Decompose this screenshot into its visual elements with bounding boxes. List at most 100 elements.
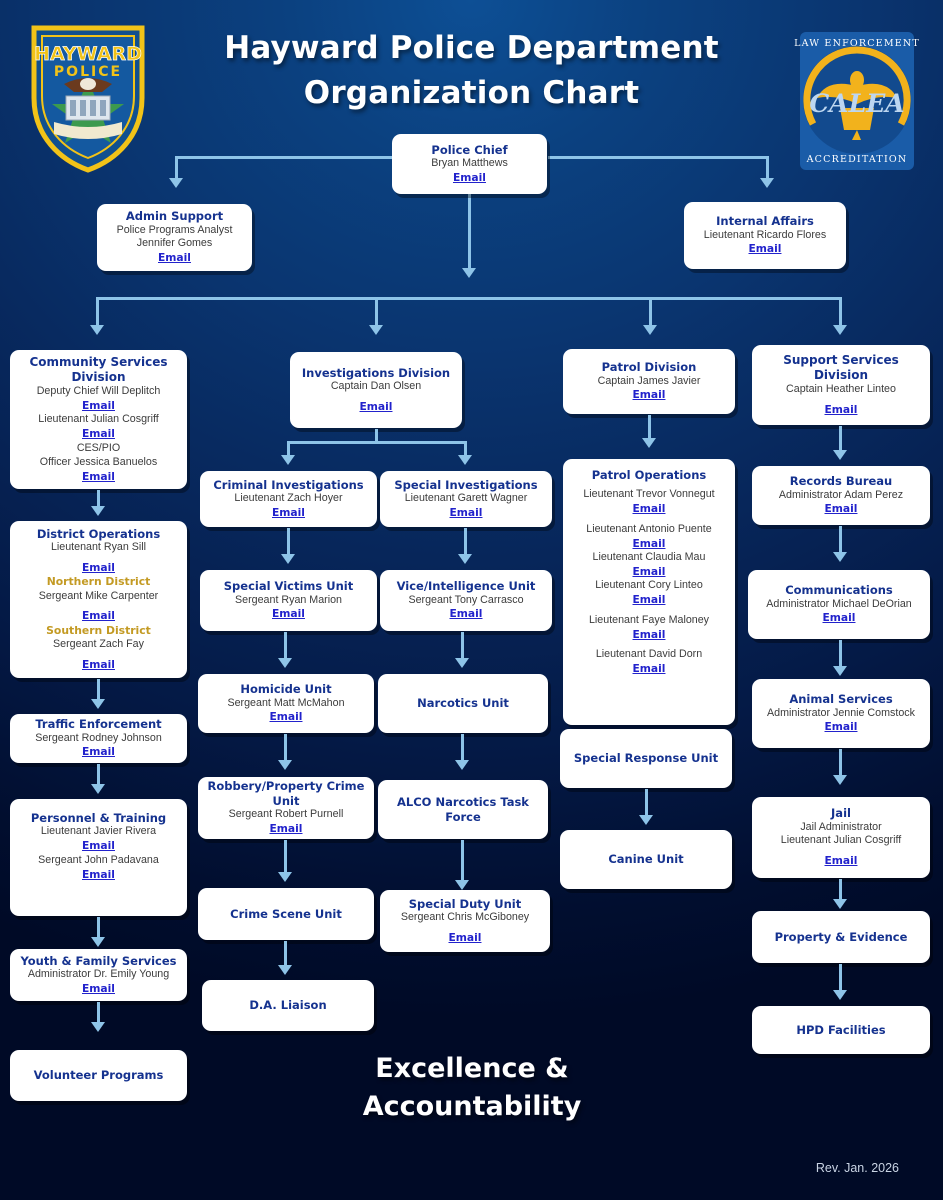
node-internal-affairs[interactable]: Internal Affairs Lieutenant Ricardo Flor… [684,202,846,269]
email-link[interactable]: Email [269,822,303,836]
connector-arrow [642,438,656,448]
node-special-victims-unit[interactable]: Special Victims Unit Sergeant Ryan Mario… [200,570,377,631]
email-link[interactable]: Email [82,867,115,881]
node-title: Homicide Unit [240,682,332,697]
connector [649,297,652,327]
connector-arrow [760,178,774,188]
node-traffic-enforcement[interactable]: Traffic Enforcement Sergeant Rodney John… [10,714,187,763]
email-link[interactable]: Email [824,720,858,734]
email-link[interactable]: Email [449,607,483,621]
email-link[interactable]: Email [824,502,858,516]
email-link[interactable]: Email [748,242,782,256]
node-subheading-northern: Northern District [46,575,151,589]
email-link[interactable]: Email [82,609,115,623]
email-link[interactable]: Email [359,399,393,413]
email-link[interactable]: Email [449,505,483,519]
email-link[interactable]: Email [82,469,115,483]
email-link[interactable]: Email [82,839,115,853]
email-link[interactable]: Email [824,402,858,416]
email-link[interactable]: Email [632,662,666,675]
node-district-operations[interactable]: District Operations Lieutenant Ryan Sill… [10,521,187,678]
node-title: Special Victims Unit [223,579,354,594]
node-crime-scene-unit[interactable]: Crime Scene Unit [198,888,374,940]
svg-text:ACCREDITATION: ACCREDITATION [806,154,908,165]
node-title: Property & Evidence [774,929,908,944]
connector-arrow [281,554,295,564]
node-narcotics-unit[interactable]: Narcotics Unit [378,674,548,733]
node-title: HPD Facilities [796,1022,886,1037]
connector-arrow [833,775,847,785]
email-link[interactable]: Email [632,536,666,550]
connector [839,964,842,992]
node-support-services-division[interactable]: Support Services Division Captain Heathe… [752,345,930,425]
node-admin-support[interactable]: Admin Support Police Programs Analyst Je… [97,204,252,271]
node-personnel-training[interactable]: Personnel & Training Lieutenant Javier R… [10,799,187,916]
connector [97,917,100,939]
connector-arrow [833,990,847,1000]
node-animal-services[interactable]: Animal Services Administrator Jennie Com… [752,679,930,748]
email-link[interactable]: Email [82,427,115,441]
node-patrol-operations[interactable]: Patrol Operations Lieutenant Trevor Vonn… [563,459,735,725]
node-person: Deputy Chief Will Deplitch [36,385,161,397]
connector [96,297,842,300]
connector [839,526,842,554]
node-special-response-unit[interactable]: Special Response Unit [560,729,732,788]
email-link[interactable]: Email [158,251,191,265]
node-community-services-division[interactable]: Community Services Division Deputy Chief… [10,350,187,489]
email-link[interactable]: Email [82,981,115,995]
node-criminal-investigations[interactable]: Criminal Investigations Lieutenant Zach … [200,471,377,527]
email-link[interactable]: Email [822,611,856,625]
connector-arrow [462,268,476,278]
node-volunteer-programs[interactable]: Volunteer Programs [10,1050,187,1101]
connector [175,156,178,180]
email-link[interactable]: Email [272,607,305,621]
node-person: Sergeant Chris McGiboney [400,911,530,924]
email-link[interactable]: Email [632,502,666,516]
email-link[interactable]: Email [632,388,666,402]
email-link[interactable]: Email [632,627,666,641]
node-role: CES/PIO [76,441,121,454]
email-link[interactable]: Email [448,930,482,944]
connector-arrow [833,666,847,676]
connector-arrow [91,1022,105,1032]
node-alco-narcotics-task-force[interactable]: ALCO Narcotics Task Force [378,780,548,839]
email-link[interactable]: Email [632,564,666,578]
node-homicide-unit[interactable]: Homicide Unit Sergeant Matt McMahon Emai… [198,674,374,733]
node-investigations-division[interactable]: Investigations Division Captain Dan Olse… [290,352,462,428]
email-link[interactable]: Email [82,398,115,412]
node-da-liaison[interactable]: D.A. Liaison [202,980,374,1031]
motto-line2: Accountability [362,1091,582,1123]
connector [766,156,769,180]
node-jail[interactable]: Jail Jail Administrator Lieutenant Julia… [752,797,930,878]
node-police-chief[interactable]: Police Chief Bryan Matthews Email [392,134,547,194]
connector [287,441,467,444]
email-link[interactable]: Email [632,593,666,607]
node-special-duty-unit[interactable]: Special Duty Unit Sergeant Chris McGibon… [380,890,550,952]
connector [648,415,651,440]
node-canine-unit[interactable]: Canine Unit [560,830,732,889]
node-communications[interactable]: Communications Administrator Michael DeO… [748,570,930,639]
email-link[interactable]: Email [82,657,115,671]
email-link[interactable]: Email [824,854,858,868]
connector [284,941,287,967]
email-link[interactable]: Email [453,170,486,184]
node-records-bureau[interactable]: Records Bureau Administrator Adam Perez … [752,466,930,525]
node-youth-family-services[interactable]: Youth & Family Services Administrator Dr… [10,949,187,1001]
email-link[interactable]: Email [269,710,303,724]
node-robbery-property-crime-unit[interactable]: Robbery/Property Crime Unit Sergeant Rob… [198,777,374,839]
email-link[interactable]: Email [82,561,115,575]
node-patrol-division[interactable]: Patrol Division Captain James Javier Ema… [563,349,735,414]
node-property-evidence[interactable]: Property & Evidence [752,911,930,963]
node-line: Police Programs Analyst [116,223,233,236]
node-person: Lieutenant Trevor Vonnegut [583,488,715,501]
node-title: Traffic Enforcement [35,717,162,732]
email-link[interactable]: Email [82,745,115,759]
email-link[interactable]: Email [272,505,305,519]
connector-arrow [833,552,847,562]
node-hpd-facilities[interactable]: HPD Facilities [752,1006,930,1054]
node-title: Volunteer Programs [33,1068,164,1083]
svg-text:LAW ENFORCEMENT: LAW ENFORCEMENT [794,38,920,49]
node-vice-intelligence-unit[interactable]: Vice/Intelligence Unit Sergeant Tony Car… [380,570,552,631]
node-special-investigations[interactable]: Special Investigations Lieutenant Garett… [380,471,552,527]
